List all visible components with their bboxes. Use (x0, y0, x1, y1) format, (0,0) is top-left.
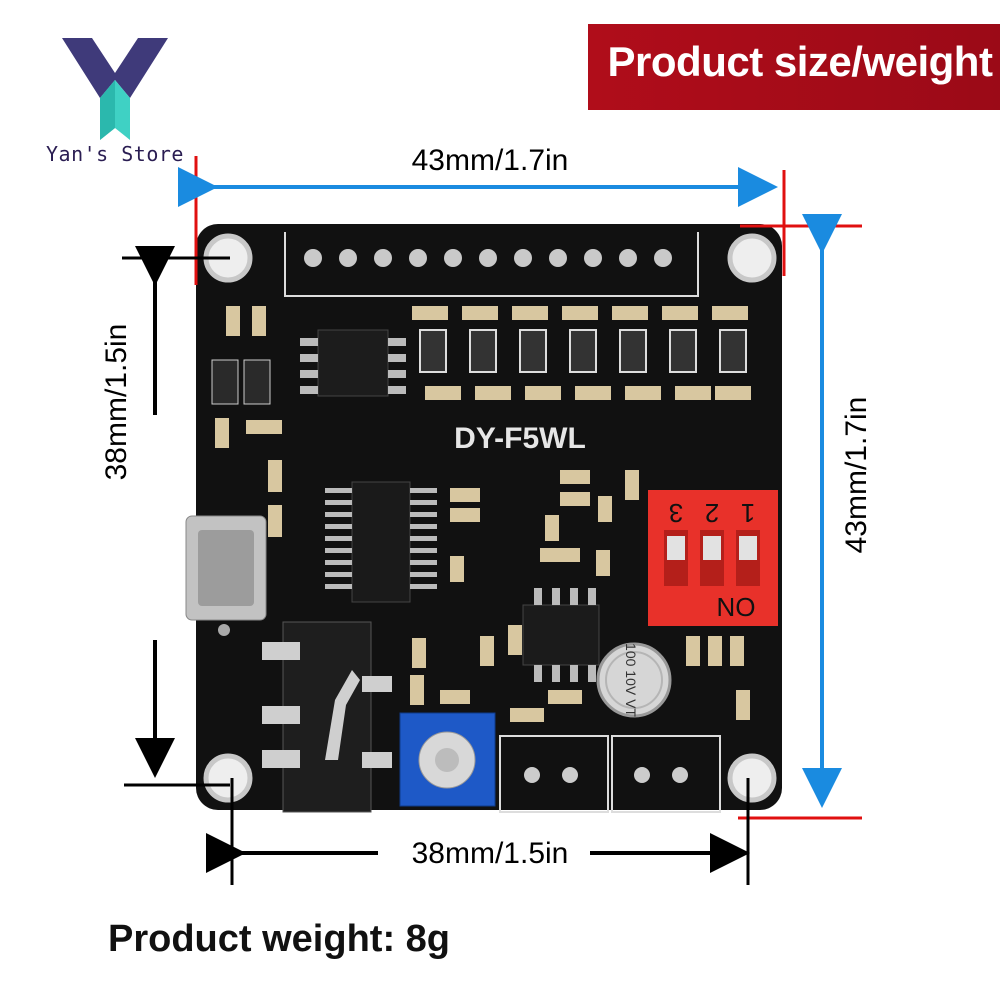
product-weight-label: Product weight: 8g (108, 918, 450, 960)
usb-c-port-icon (185, 515, 267, 636)
decoder-chip (325, 481, 437, 603)
banner-title: Product size/weight (607, 38, 993, 85)
store-name: Yan's Store (46, 142, 184, 166)
mounting-hole-icon (203, 753, 253, 803)
mid-components (450, 470, 639, 582)
pcb-board: DY-F5WL (185, 224, 782, 813)
switch-number-3: 3 (669, 498, 683, 528)
capacitor: 100 10V VT (596, 642, 672, 718)
header-pins (284, 232, 699, 297)
switch-number-1: 1 (741, 498, 755, 528)
title-banner (588, 24, 1000, 110)
right-components (410, 625, 750, 722)
capacitor-label: 100 10V VT (623, 643, 639, 717)
switch-number-2: 2 (705, 498, 719, 528)
dip-switch[interactable]: 3 2 1 ON (648, 490, 778, 626)
bottom-dimension-label: 38mm/1.5in (411, 837, 569, 870)
volume-potentiometer[interactable] (399, 712, 496, 807)
diode-row (419, 329, 747, 373)
model-label: DY-F5WL (454, 422, 586, 455)
right-dimension-label: 43mm/1.7in (840, 396, 873, 554)
top-dimension-label: 43mm/1.7in (411, 144, 569, 177)
mounting-hole-icon (727, 753, 777, 803)
smd-resistors (412, 306, 751, 400)
left-components (211, 306, 282, 537)
switch-on-label: ON (717, 592, 756, 622)
audio-jack (262, 621, 392, 813)
amplifier-chip (522, 588, 600, 682)
speaker-connector-1 (499, 735, 609, 813)
store-logo-icon (62, 38, 168, 140)
mounting-hole-icon (727, 233, 777, 283)
left-dimension-label: 38mm/1.5in (100, 323, 133, 481)
speaker-connector-2 (611, 735, 721, 813)
flash-chip (300, 329, 406, 397)
